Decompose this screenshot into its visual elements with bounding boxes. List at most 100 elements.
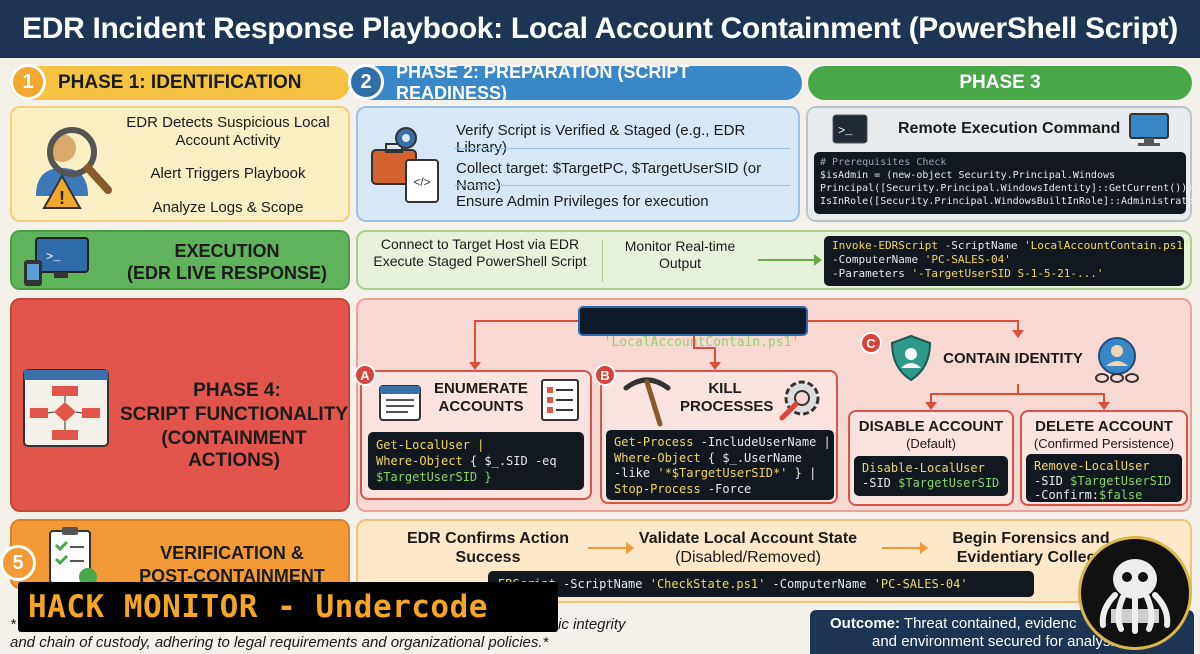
delete-account-title: DELETE ACCOUNT — [1035, 418, 1173, 435]
phase1-item-detect: EDR Detects Suspicious Local Account Act… — [126, 114, 330, 149]
monitor-arrow — [758, 259, 816, 261]
disable-account-title: DISABLE ACCOUNT — [858, 418, 1004, 435]
monitor-output-text: Monitor Real-time Output — [624, 238, 736, 271]
phase4-title-line3: (CONTAINMENT ACTIONS) — [161, 428, 307, 471]
phase5-title-line2: POST-CONTAINMENT — [139, 566, 325, 586]
connector-delete — [1103, 393, 1105, 405]
phase2-panel: </> Verify Script is Verified & Staged (… — [356, 106, 800, 222]
enumerate-accounts-box: ENUMERATE ACCOUNTS Get-LocalUser | Where… — [360, 370, 592, 500]
disable-account-box: DISABLE ACCOUNT (Default) Disable-LocalU… — [848, 410, 1014, 506]
badge-b: B — [594, 364, 616, 386]
octopus-logo — [1078, 536, 1192, 650]
phase1-item-alert: Alert Triggers Playbook — [150, 165, 306, 182]
badge-a: A — [354, 364, 376, 386]
outcome-line1: Outcome: Threat contained, evidenc — [830, 615, 1077, 632]
phase5-panel: VERIFICATION & POST-CONTAINMENT — [10, 519, 350, 589]
monitor-arrow-head — [814, 254, 822, 266]
connector-c-branch — [930, 393, 1104, 395]
enumerate-accounts-title: ENUMERATE ACCOUNTS — [434, 380, 528, 415]
outcome-text2: and environment secured for analysis. — [872, 633, 1126, 650]
remote-execution-title: Remote Execution Command — [898, 120, 1121, 137]
phase3-header: PHASE 3 — [808, 66, 1192, 100]
kill-processes-title: KILL PROCESSES — [680, 380, 774, 415]
svg-text:</>: </> — [413, 175, 430, 189]
connect-target-text: Connect to Target Host via EDR Execute S… — [373, 236, 587, 269]
devices-icon: >_ — [24, 237, 89, 286]
delete-account-box: DELETE ACCOUNT (Confirmed Persistence) R… — [1020, 410, 1188, 506]
phase5-title-line1: VERIFICATION & — [160, 543, 304, 563]
phase1-number-badge: 1 — [10, 64, 46, 100]
connector-top-right — [808, 320, 1018, 322]
verify-arrow-head-2 — [920, 542, 928, 554]
phase2-number-badge: 2 — [348, 64, 384, 100]
connector-to-b-h — [693, 347, 715, 349]
user-alert-icon: ! — [36, 127, 112, 209]
connector-mid — [693, 336, 695, 348]
execution-divider — [602, 240, 603, 282]
kill-processes-code: Get-Process -IncludeUserName | Where-Obj… — [606, 430, 834, 500]
svg-text:>_: >_ — [838, 124, 853, 138]
execution-title-line2: (EDR LIVE RESPONSE) — [126, 263, 328, 283]
phase2-item-collect: Collect target: $TargetPC, $TargetUserSI… — [456, 160, 762, 194]
monitor-icon — [1129, 113, 1169, 146]
connector-to-c — [1017, 320, 1019, 332]
connector-to-a — [474, 320, 476, 364]
phase1-header: PHASE 1: IDENTIFICATION — [10, 66, 350, 100]
shield-user-icon — [890, 334, 932, 382]
user-chain-icon — [1095, 337, 1139, 383]
execution-panel: >_ EXECUTION (EDR LIVE RESPONSE) — [10, 230, 350, 290]
window-list-icon — [379, 385, 421, 421]
terminal-icon: >_ — [832, 114, 868, 144]
connector-c-down — [1017, 384, 1019, 394]
pickaxe-icon — [623, 377, 671, 427]
footer-note-line2: and chain of custody, adhering to legal … — [10, 634, 549, 651]
flowchart-icon — [23, 369, 109, 447]
verify-step-validate-line1: Validate Local Account State — [638, 530, 858, 547]
phase2-divider-1 — [454, 148, 790, 149]
disable-code: Disable-LocalUser -SID $TargetUserSID — [854, 456, 1008, 496]
phase2-item-verify: Verify Script is Verified & Staged (e.g.… — [456, 122, 746, 156]
verify-arrow-1 — [588, 547, 628, 549]
watermark-text: HACK MONITOR - Undercode — [28, 589, 488, 625]
phase3-header-label: PHASE 3 — [959, 72, 1041, 93]
kill-processes-box: KILL PROCESSES Get-Process -IncludeUserN… — [600, 370, 838, 504]
phase3-panel: >_ Remote Execution Command # Prerequisi… — [806, 106, 1200, 222]
invoke-script-code: Invoke-EDRScript -ScriptName 'LocalAccou… — [824, 236, 1190, 286]
arrow-head-disable — [925, 402, 937, 410]
delete-account-sub: (Confirmed Persistence) — [1033, 436, 1175, 451]
phase2-divider-2 — [454, 185, 790, 186]
verify-step-confirm: EDR Confirms Action Success — [406, 530, 570, 566]
phase2-item-admin: Ensure Admin Privileges for execution — [456, 193, 709, 210]
gear-wrench-icon — [779, 380, 820, 421]
verify-step-validate-line2: (Disabled/Removed) — [675, 549, 821, 566]
connector-to-b — [714, 347, 716, 365]
footer-note-star: * — [10, 616, 16, 633]
outcome-text1: Threat contained, evidenc — [900, 615, 1077, 632]
disable-account-sub: (Default) — [906, 436, 956, 451]
checklist-icon — [541, 379, 579, 421]
toolbox-script-icon: </> — [371, 127, 439, 203]
svg-text:>_: >_ — [46, 250, 61, 264]
phase4-title-line2: SCRIPT FUNCTIONALITY — [120, 404, 348, 425]
footer-note-line1: ic integrity — [558, 616, 626, 633]
enumerate-code: Get-LocalUser | Where-Object { $_.SID -e… — [368, 432, 584, 490]
title-bar: EDR Incident Response Playbook: Local Ac… — [0, 0, 1200, 58]
svg-text:!: ! — [59, 188, 65, 208]
phase2-header: PHASE 2: PREPARATION (SCRIPT READINESS) — [350, 62, 802, 103]
arrow-head-c — [1012, 330, 1024, 338]
contain-identity-title: CONTAIN IDENTITY — [943, 350, 1083, 367]
connector-disable — [930, 393, 932, 405]
phase4-panel: PHASE 4: SCRIPT FUNCTIONALITY (CONTAINME… — [10, 298, 350, 512]
phase4-title-line1: PHASE 4: — [193, 380, 281, 401]
page-title: EDR Incident Response Playbook: Local Ac… — [22, 12, 1178, 45]
phase5-detail-panel: EDR Confirms Action Success Validate Loc… — [356, 519, 1192, 603]
phase5-number-badge: 5 — [0, 545, 36, 581]
verify-arrow-2 — [882, 547, 922, 549]
prereq-code-block: # Prerequisites Check $isAdmin = (new-ob… — [814, 152, 1200, 214]
connector-top-horizontal — [474, 320, 578, 322]
execution-title-line1: EXECUTION — [174, 241, 280, 261]
phase1-item-analyze: Analyze Logs & Scope — [152, 199, 304, 216]
verify-arrow-head-1 — [626, 542, 634, 554]
script-name-box: 'LocalAccountContain.ps1' — [578, 306, 808, 350]
phase1-panel: ! EDR Detects Suspicious Local Account A… — [10, 106, 350, 222]
